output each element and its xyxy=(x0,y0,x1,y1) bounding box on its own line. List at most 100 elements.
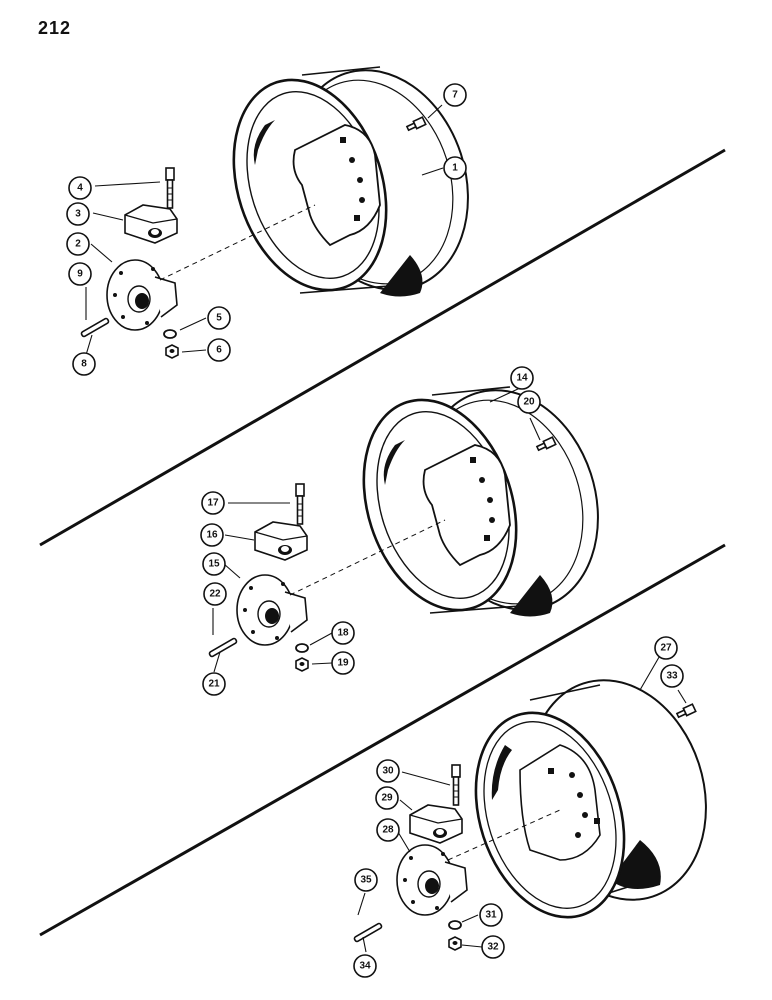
callout-35: 35 xyxy=(354,868,378,892)
callout-number: 3 xyxy=(75,209,81,220)
callout-number: 34 xyxy=(359,961,371,972)
callout-28: 28 xyxy=(376,818,400,842)
callout-30: 30 xyxy=(376,759,400,783)
hub xyxy=(396,844,468,916)
washer xyxy=(448,920,462,930)
callout-31: 31 xyxy=(479,903,503,927)
callout-number: 8 xyxy=(81,359,87,370)
callout-number: 14 xyxy=(516,373,528,384)
callout-number: 30 xyxy=(382,766,394,777)
callout-circle xyxy=(207,306,231,330)
callout-circle xyxy=(202,552,226,576)
callout-number: 6 xyxy=(216,345,222,356)
callout-14: 14 xyxy=(510,366,534,390)
clamp xyxy=(409,804,463,844)
callout-22: 22 xyxy=(203,582,227,606)
callout-number: 17 xyxy=(207,498,219,509)
hub xyxy=(106,259,178,331)
nut xyxy=(295,657,309,672)
bolt xyxy=(295,483,305,525)
pin xyxy=(207,637,239,658)
clamp xyxy=(254,521,308,561)
callout-number: 15 xyxy=(208,559,220,570)
callout-6: 6 xyxy=(207,338,231,362)
callout-15: 15 xyxy=(202,552,226,576)
callout-20: 20 xyxy=(517,390,541,414)
callout-circle xyxy=(375,786,399,810)
callout-number: 35 xyxy=(360,875,372,886)
callout-number: 21 xyxy=(208,679,220,690)
callout-circle xyxy=(376,818,400,842)
callout-number: 4 xyxy=(77,183,83,194)
callout-21: 21 xyxy=(202,672,226,696)
callout-17: 17 xyxy=(201,491,225,515)
callout-18: 18 xyxy=(331,621,355,645)
callout-number: 28 xyxy=(382,825,394,836)
callout-circle xyxy=(68,176,92,200)
callout-circle xyxy=(376,759,400,783)
callout-19: 19 xyxy=(331,651,355,675)
callout-number: 33 xyxy=(666,671,678,682)
page-number: 212 xyxy=(38,18,72,38)
callout-number: 19 xyxy=(337,658,349,669)
pin xyxy=(352,922,384,943)
nut xyxy=(165,344,179,359)
callout-number: 1 xyxy=(452,163,458,174)
callout-circle xyxy=(202,672,226,696)
callout-number: 7 xyxy=(452,90,458,101)
separator-line xyxy=(39,148,726,547)
callout-number: 27 xyxy=(660,643,672,654)
cap-screw xyxy=(676,703,697,718)
callout-27: 27 xyxy=(654,636,678,660)
callout-circle xyxy=(517,390,541,414)
bolt xyxy=(165,167,175,209)
callout-29: 29 xyxy=(375,786,399,810)
callout-circle xyxy=(66,202,90,226)
callout-8: 8 xyxy=(72,352,96,376)
callout-circle xyxy=(331,621,355,645)
callout-7: 7 xyxy=(443,83,467,107)
callout-circle xyxy=(443,156,467,180)
pin xyxy=(79,317,111,338)
callout-33: 33 xyxy=(660,664,684,688)
callout-circle xyxy=(481,935,505,959)
callout-circle xyxy=(331,651,355,675)
bolt xyxy=(451,764,461,806)
wheel-rim xyxy=(336,365,627,635)
callout-34: 34 xyxy=(353,954,377,978)
callout-number: 5 xyxy=(216,313,222,324)
callout-circle xyxy=(660,664,684,688)
callout-circle xyxy=(200,523,224,547)
callout-2: 2 xyxy=(66,232,90,256)
nut xyxy=(448,936,462,951)
callout-number: 18 xyxy=(337,628,349,639)
callout-circle xyxy=(353,954,377,978)
callout-circle xyxy=(654,636,678,660)
callout-number: 22 xyxy=(209,589,221,600)
callout-circle xyxy=(510,366,534,390)
callout-circle xyxy=(66,232,90,256)
callout-circle xyxy=(479,903,503,927)
washer xyxy=(295,643,309,653)
callout-number: 32 xyxy=(487,942,499,953)
callout-16: 16 xyxy=(200,523,224,547)
callout-circle xyxy=(207,338,231,362)
callout-circle xyxy=(203,582,227,606)
callout-1: 1 xyxy=(443,156,467,180)
callout-number: 29 xyxy=(381,793,393,804)
callout-circle xyxy=(72,352,96,376)
callout-number: 20 xyxy=(523,397,535,408)
callout-32: 32 xyxy=(481,935,505,959)
callout-number: 2 xyxy=(75,239,81,250)
callout-circle xyxy=(68,262,92,286)
callout-number: 9 xyxy=(77,269,83,280)
callout-3: 3 xyxy=(66,202,90,226)
callout-4: 4 xyxy=(68,176,92,200)
callout-circle xyxy=(443,83,467,107)
callout-5: 5 xyxy=(207,306,231,330)
callout-number: 31 xyxy=(485,910,497,921)
callout-9: 9 xyxy=(68,262,92,286)
washer xyxy=(163,329,177,339)
separator-line xyxy=(39,543,726,937)
